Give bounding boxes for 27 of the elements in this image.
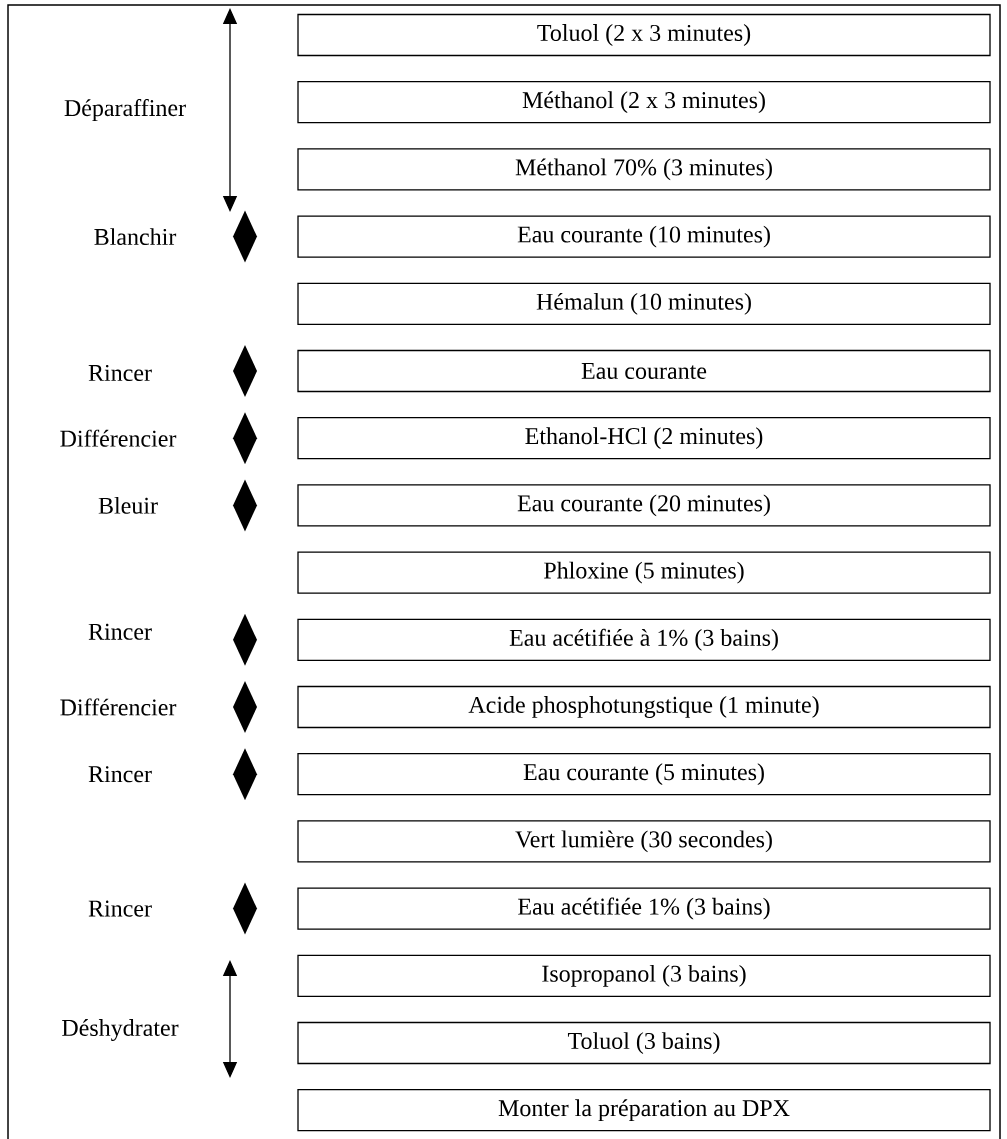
step-box: Toluol (2 x 3 minutes): [297, 13, 991, 57]
step-label: Rincer: [88, 766, 152, 783]
step-box: Vert lumière (30 secondes): [297, 820, 991, 863]
step-label: Déshydrater: [62, 1019, 179, 1041]
step-box: Phloxine (5 minutes): [297, 551, 991, 594]
step-label: Rincer: [88, 900, 152, 917]
step-box: Toluol (3 bains): [297, 1021, 991, 1065]
step-label: Rincer: [88, 623, 152, 640]
step-box: Eau acétifiée à 1% (3 bains): [297, 618, 991, 661]
step-label: Rincer: [88, 364, 152, 382]
step-box: Ethanol-HCl (2 minutes): [297, 417, 991, 460]
step-label: Différencier: [60, 429, 177, 447]
step-box: Eau courante (5 minutes): [297, 753, 991, 796]
step-box: Eau courante (10 minutes): [297, 215, 991, 258]
step-box: Méthanol (2 x 3 minutes): [297, 81, 991, 124]
step-box: Eau courante (20 minutes): [297, 484, 991, 527]
step-label: Différencier: [60, 698, 177, 716]
step-box: Méthanol 70% (3 minutes): [297, 148, 991, 191]
step-label: Déparaffiner: [64, 99, 186, 121]
step-label: Blanchir: [94, 228, 177, 246]
step-box: Eau acétifiée 1% (3 bains): [297, 887, 991, 930]
step-box: Isopropanol (3 bains): [297, 954, 991, 997]
step-box: Eau courante: [297, 349, 991, 393]
step-box: Hémalun (10 minutes): [297, 282, 991, 325]
step-label: Bleuir: [98, 496, 158, 514]
step-box: Acide phosphotungstique (1 minute): [297, 685, 991, 729]
step-box: Monter la préparation au DPX: [297, 1089, 991, 1132]
